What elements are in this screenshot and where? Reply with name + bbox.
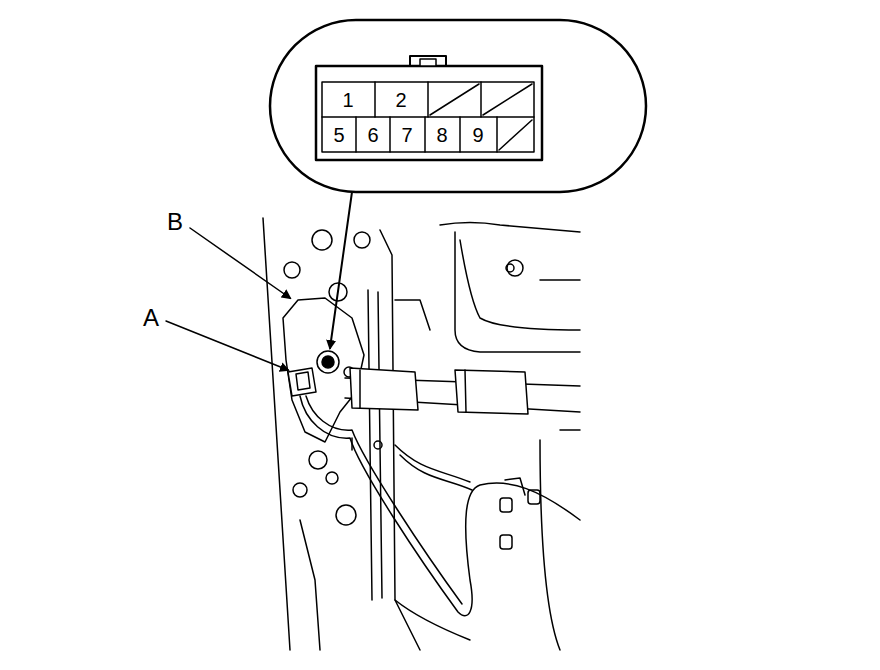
pin-number: 7 [401,125,412,145]
part-letter: A [143,306,159,330]
pin-number: 2 [395,90,406,110]
door-panel [263,218,580,650]
pin-number: 1 [342,90,353,110]
cables [345,368,580,414]
connector-callout [270,20,646,348]
pin-number: 5 [333,125,344,145]
pin-number: 6 [367,125,378,145]
pin-number: 8 [436,125,447,145]
connector-hole [317,351,339,373]
leader-line [190,228,290,298]
pin-number: 9 [472,125,483,145]
part-letter: B [167,210,183,234]
leader-line [166,321,288,370]
wire-harness [288,368,580,616]
